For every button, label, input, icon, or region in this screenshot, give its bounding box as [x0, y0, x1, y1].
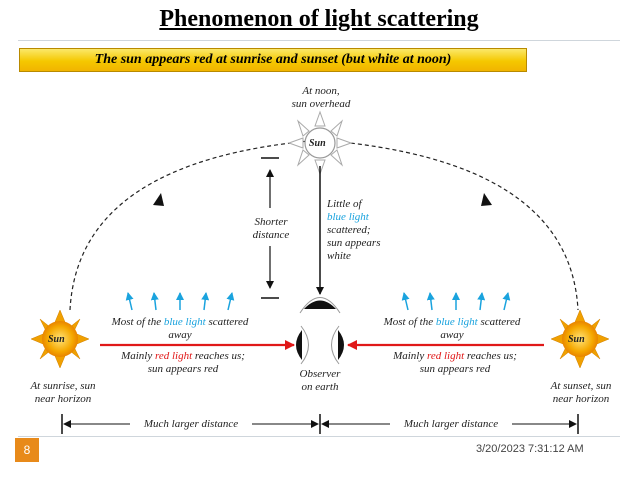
scatter-away-right: away [440, 329, 464, 341]
appears-red-right: sun appears red [419, 363, 491, 375]
scatter-pre-right: Most of the [383, 316, 436, 328]
blue-scatter-arrows-left [125, 292, 235, 311]
title-divider [18, 40, 620, 41]
mainly-pre-right: Mainly [393, 350, 427, 362]
mainly-post-right: reaches us; [464, 350, 517, 362]
sunset-sun-label: Sun [568, 334, 585, 345]
observer-line2: on earth [301, 381, 339, 393]
little-line1: Little of [327, 198, 362, 210]
sunrise-sun-icon [30, 309, 90, 369]
footer-divider [18, 436, 620, 437]
shorter-line1: Shorter [254, 216, 288, 228]
sun-path-arc [69, 139, 579, 311]
noon-label: At noon, sun overhead [286, 85, 356, 111]
mainly-post-left: reaches us; [192, 350, 245, 362]
shorter-line2: distance [252, 229, 290, 241]
scatter-label-right: Most of the blue light scattered away [372, 316, 532, 342]
sunset-label: At sunset, sun near horizon [536, 380, 626, 406]
observer-line1: Observer [299, 368, 341, 380]
little-line2: blue light [327, 211, 369, 223]
sunset-sun-icon [550, 309, 610, 369]
scatter-blue-right: blue light [435, 316, 478, 328]
observer-eyes-icon [296, 297, 344, 365]
little-blue-label: Little of blue light scattered; sun appe… [327, 198, 380, 263]
observer-label: Observer on earth [290, 368, 350, 394]
blue-scatter-arrows-right [401, 292, 511, 311]
shorter-distance-label: Shorter distance [248, 216, 294, 242]
larger-distance-label-right: Much larger distance [403, 418, 499, 430]
arc-arrow-right [481, 193, 492, 206]
little-line4: sun appears [327, 237, 381, 249]
little-line5: white [327, 250, 351, 262]
subtitle-banner: The sun appears red at sunrise and sunse… [19, 48, 527, 72]
mainly-pre-left: Mainly [121, 350, 155, 362]
arc-arrow-left [153, 193, 164, 206]
noon-label-line2: sun overhead [291, 98, 351, 110]
noon-sun-icon [287, 110, 353, 176]
little-line3: scattered; [327, 224, 371, 236]
sunset-line2: near horizon [552, 393, 610, 405]
scatter-post-left: scattered [205, 316, 249, 328]
appears-red-left: sun appears red [147, 363, 219, 375]
sunset-line1: At sunset, sun [550, 380, 612, 392]
mainly-red-right: red light [426, 350, 465, 362]
mainly-red-left: red light [154, 350, 193, 362]
scatter-pre-left: Most of the [111, 316, 164, 328]
sunrise-line1: At sunrise, sun [30, 380, 96, 392]
mainly-red-label-left: Mainly red light reaches us; sun appears… [108, 350, 258, 376]
noon-label-line1: At noon, [302, 85, 340, 97]
slide-title: Phenomenon of light scattering [159, 6, 479, 32]
timestamp: 3/20/2023 7:31:12 AM [476, 443, 584, 455]
noon-sun-label: Sun [309, 138, 326, 149]
sunrise-label: At sunrise, sun near horizon [18, 380, 108, 406]
scatter-post-right: scattered [477, 316, 521, 328]
sunrise-line2: near horizon [34, 393, 92, 405]
slide-number: 8 [15, 438, 39, 462]
mainly-red-label-right: Mainly red light reaches us; sun appears… [380, 350, 530, 376]
scatter-label-left: Most of the blue light scattered away [100, 316, 260, 342]
scatter-away-left: away [168, 329, 192, 341]
larger-distance-label-left: Much larger distance [143, 418, 239, 430]
sunrise-sun-label: Sun [48, 334, 65, 345]
scatter-blue-left: blue light [163, 316, 206, 328]
